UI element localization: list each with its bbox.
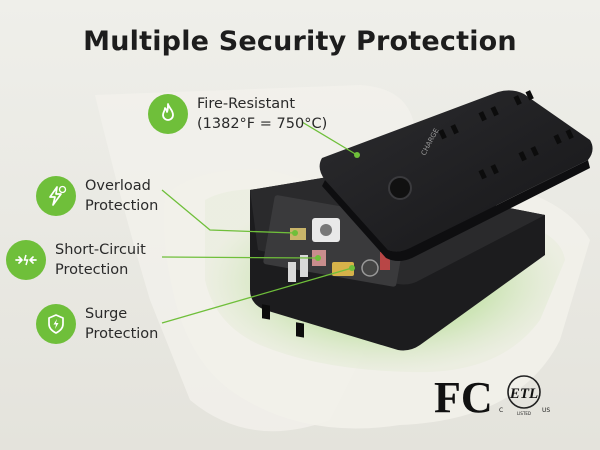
- short-circuit-icon: [6, 240, 46, 280]
- feature-short-circuit: Short-Circuit Protection: [6, 240, 146, 280]
- lid-button: [388, 176, 412, 200]
- power-strip-lid: [319, 90, 593, 252]
- callout-line-overload: [161, 189, 296, 234]
- fcc-logo: FC: [434, 373, 492, 418]
- callout-line-short-circuit: [161, 256, 319, 259]
- page-title: Multiple Security Protection: [83, 26, 517, 57]
- svg-text:FC: FC: [434, 373, 492, 418]
- svg-text:LISTED: LISTED: [517, 411, 531, 416]
- flame-icon: [148, 94, 188, 134]
- surge-shield-icon: [36, 304, 76, 344]
- feature-label: Overload Protection: [85, 178, 159, 214]
- feature-fire-resistant: Fire-Resistant (1382°F = 750°C): [148, 94, 327, 134]
- feature-surge: Surge Protection: [36, 304, 158, 344]
- callout-line-fire: [301, 121, 358, 156]
- feature-overload: Overload Protection: [36, 176, 158, 216]
- feature-label: Surge Protection: [85, 306, 159, 342]
- callout-line-surge: [161, 267, 353, 324]
- svg-text:ETL: ETL: [509, 386, 538, 402]
- feature-label: Fire-Resistant (1382°F = 750°C): [197, 96, 328, 132]
- etl-listed-logo: ETL C US LISTED: [499, 375, 550, 416]
- feature-label: Short-Circuit Protection: [55, 242, 146, 278]
- svg-text:US: US: [542, 407, 550, 414]
- overload-icon: [36, 176, 76, 216]
- svg-text:C: C: [499, 407, 503, 414]
